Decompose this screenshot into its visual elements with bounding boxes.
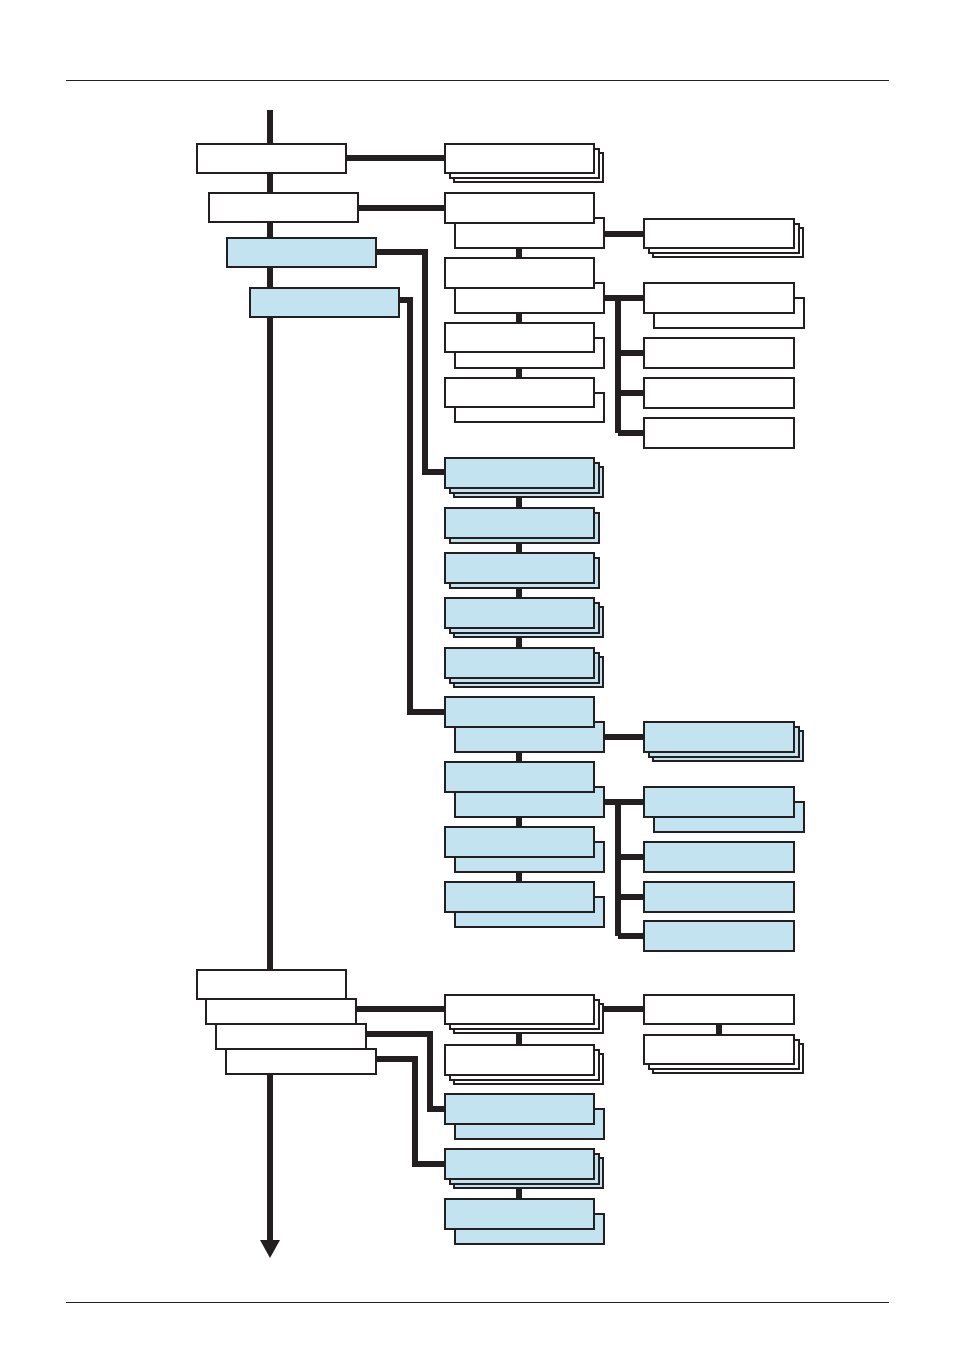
menu-box-8	[196, 969, 347, 1000]
menu-box-20	[643, 282, 795, 314]
menu-box-44	[444, 1044, 595, 1076]
menu-box-42	[643, 920, 795, 952]
menu-box-43	[444, 994, 595, 1025]
menu-box-18	[643, 218, 795, 249]
menu-box-5	[225, 1048, 377, 1075]
menu-box-17	[444, 377, 595, 408]
menu-box-37	[643, 721, 795, 753]
menu-box-28	[444, 647, 595, 679]
menu-box-11	[444, 192, 595, 224]
menu-box-30	[444, 696, 595, 728]
menu-box-1	[196, 143, 347, 174]
menu-box-2	[208, 192, 359, 223]
menu-box-4	[249, 287, 400, 318]
menu-boxes	[196, 143, 805, 1245]
menu-box-15	[444, 322, 595, 353]
menu-box-27	[444, 597, 595, 629]
menu-box-13	[444, 257, 595, 289]
menu-box-50	[643, 994, 795, 1025]
menu-box-9	[444, 143, 595, 174]
menu-box-49	[444, 1198, 595, 1230]
menu-box-34	[444, 826, 595, 858]
menu-box-41	[643, 881, 795, 913]
menu-box-6	[215, 1023, 367, 1050]
menu-box-23	[643, 417, 795, 449]
menu-box-25	[444, 507, 595, 539]
menu-box-21	[643, 337, 795, 369]
menu-box-40	[643, 841, 795, 873]
menu-box-7	[205, 998, 357, 1025]
menu-box-36	[444, 881, 595, 913]
menu-box-32	[444, 761, 595, 793]
menu-box-47	[444, 1148, 595, 1180]
menu-box-39	[643, 786, 795, 818]
menu-box-46	[444, 1093, 595, 1125]
menu-box-26	[444, 552, 595, 584]
menu-box-51	[643, 1034, 795, 1065]
arrow-down-icon	[260, 1240, 280, 1258]
menu-box-22	[643, 377, 795, 409]
menu-box-24	[444, 457, 595, 489]
menu-box-3	[226, 237, 377, 268]
